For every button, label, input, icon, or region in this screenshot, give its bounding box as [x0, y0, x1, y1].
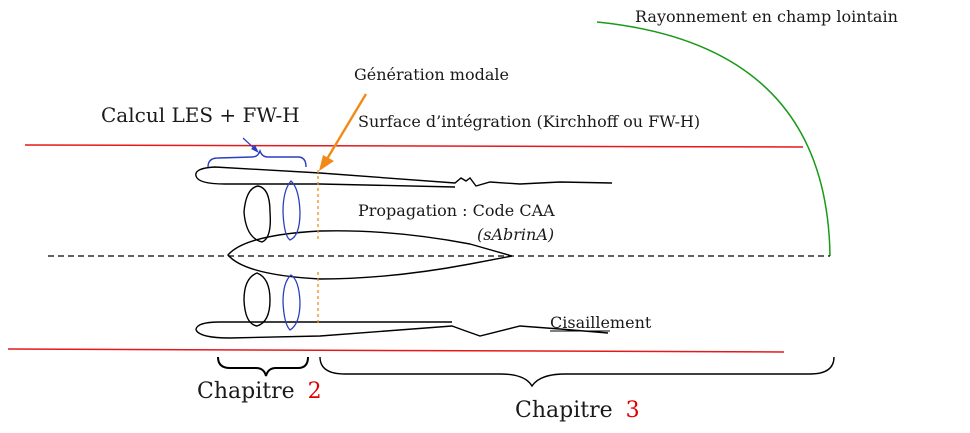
shear-label: Cisaillement	[550, 313, 652, 332]
chapter-3-word: Chapitre	[515, 398, 613, 423]
chapter-3-number: 3	[626, 398, 640, 423]
modal-generation-arrow	[325, 93, 368, 160]
upper-nacelle	[195, 166, 613, 188]
chapter-2-word: Chapitre	[197, 379, 295, 404]
integration-surface-bottom-line	[7, 348, 785, 353]
les-arrowhead	[251, 145, 259, 153]
integration-surface-top-line	[24, 144, 804, 148]
les-fwh-label: Calcul LES + FW-H	[101, 103, 300, 127]
modal-generation-arrowhead	[319, 155, 334, 171]
code-name-label: (sAbrinA)	[477, 225, 554, 244]
chapter-2-number: 2	[308, 379, 322, 404]
stator-blade-lower	[282, 274, 301, 331]
chapter-3-brace	[319, 356, 835, 388]
far-field-arc	[596, 21, 831, 257]
chapter-3-label: Chapitre 3	[515, 398, 640, 423]
modal-generation-label: Génération modale	[354, 65, 509, 84]
chapter-2-label: Chapitre 2	[197, 379, 322, 404]
chapter-2-brace	[217, 356, 309, 377]
lower-nacelle	[195, 321, 609, 339]
far-field-label: Rayonnement en champ lointain	[635, 7, 898, 26]
integration-surface-label: Surface d’intégration (Kirchhoff ou FW-H…	[358, 112, 700, 131]
propagation-label: Propagation : Code CAA	[358, 201, 555, 220]
les-brace	[207, 148, 307, 168]
stator-blade-upper	[282, 180, 301, 241]
fan-blade-lower	[243, 272, 271, 327]
central-body	[227, 230, 513, 280]
fan-blade-upper	[243, 185, 272, 243]
